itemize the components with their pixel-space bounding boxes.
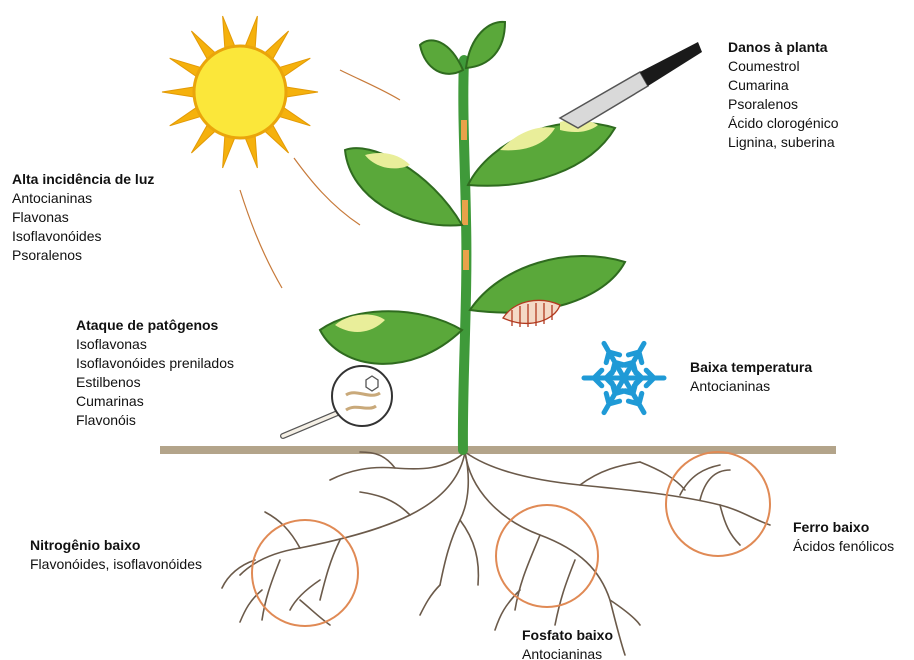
phosphate-item: Antocianinas (522, 645, 613, 660)
pathogens-label: Ataque de patôgenos Isoflavonas Isoflavo… (76, 316, 234, 430)
iron-item: Ácidos fenólicos (793, 537, 894, 556)
light-item: Flavonas (12, 208, 154, 227)
damage-item: Psoralenos (728, 95, 839, 114)
damage-label: Danos à planta Coumestrol Cumarina Psora… (728, 38, 839, 152)
nitrogen-zone-circle (252, 520, 358, 626)
phosphate-title: Fosfato baixo (522, 626, 613, 645)
light-label: Alta incidência de luz Antocianinas Flav… (12, 170, 154, 265)
iron-title: Ferro baixo (793, 518, 894, 537)
damage-item: Lignina, suberina (728, 133, 839, 152)
pathogens-item: Cumarinas (76, 392, 234, 411)
knife-icon (560, 42, 702, 128)
pathogens-title: Ataque de patôgenos (76, 316, 234, 335)
nitrogen-item: Flavonóides, isoflavonóides (30, 555, 202, 574)
phosphate-zone-circle (496, 505, 598, 607)
iron-label: Ferro baixo Ácidos fenólicos (793, 518, 894, 556)
light-item: Psoralenos (12, 246, 154, 265)
pathogens-item: Isoflavonóides prenilados (76, 354, 234, 373)
leaves (320, 22, 625, 364)
sun-ray (162, 87, 196, 98)
pathogens-item: Flavonóis (76, 411, 234, 430)
light-title: Alta incidência de luz (12, 170, 154, 189)
nitrogen-label: Nitrogênio baixo Flavonóides, isoflavonó… (30, 536, 202, 574)
damage-title: Danos à planta (728, 38, 839, 57)
damage-item: Cumarina (728, 76, 839, 95)
cold-title: Baixa temperatura (690, 358, 812, 377)
damage-item: Coumestrol (728, 57, 839, 76)
nitrogen-title: Nitrogênio baixo (30, 536, 202, 555)
phosphate-label: Fosfato baixo Antocianinas (522, 626, 613, 660)
snowflake-icon (584, 343, 664, 412)
light-item: Isoflavonóides (12, 227, 154, 246)
ground-line (160, 446, 836, 454)
damage-item: Ácido clorogénico (728, 114, 839, 133)
sun-icon (162, 16, 318, 168)
light-item: Antocianinas (12, 189, 154, 208)
magnifier-icon (283, 366, 392, 436)
snowflake-arms (584, 343, 664, 412)
cold-label: Baixa temperatura Antocianinas (690, 358, 812, 396)
sun-ray (284, 87, 318, 98)
cold-item: Antocianinas (690, 377, 812, 396)
pathogens-item: Estilbenos (76, 373, 234, 392)
pathogens-item: Isoflavonas (76, 335, 234, 354)
